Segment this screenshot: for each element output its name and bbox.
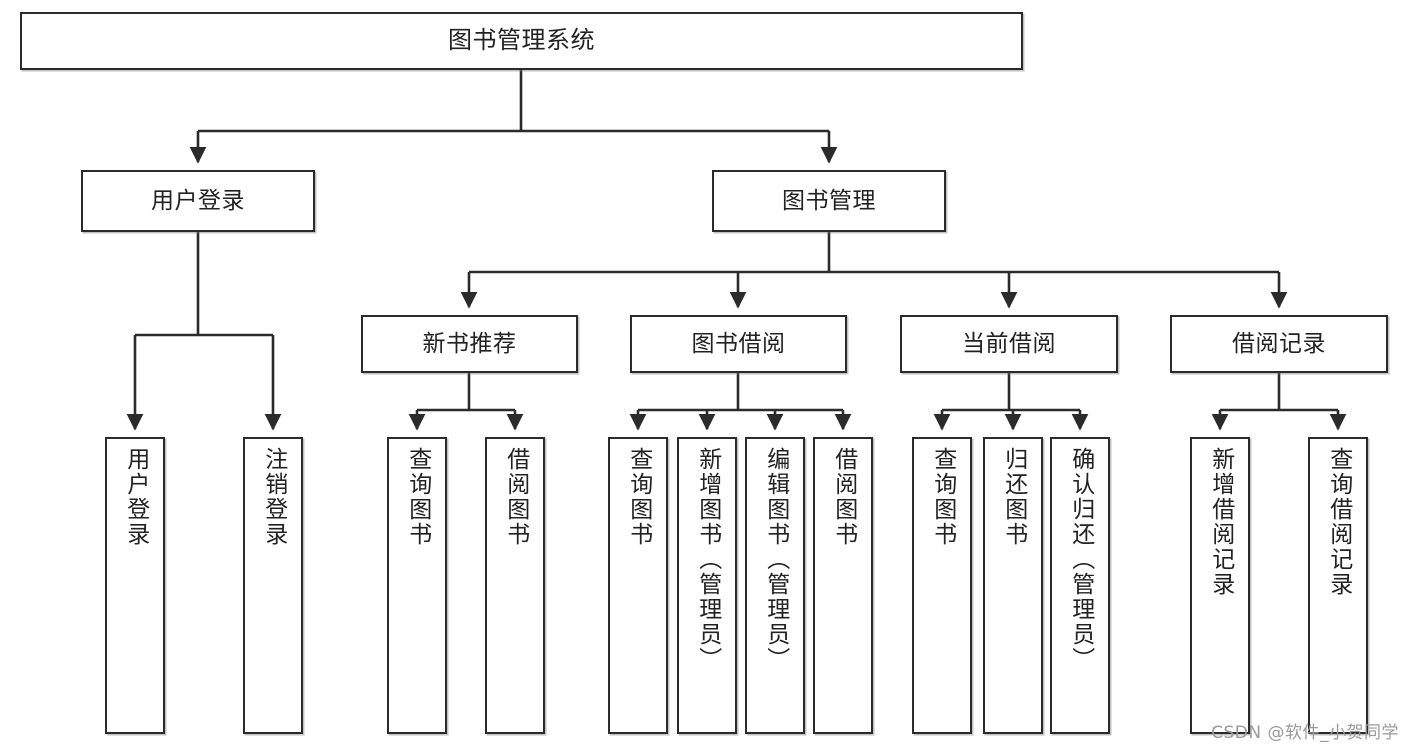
node-leaf-query-borrow-record[interactable]: 查询借阅记录 xyxy=(1308,437,1368,734)
node-new-book-recommend[interactable]: 新书推荐 xyxy=(361,315,578,373)
node-root-system[interactable]: 图书管理系统 xyxy=(20,12,1023,70)
node-label: 查询图书 xyxy=(929,447,956,547)
node-leaf-edit-book-admin[interactable]: 编辑图书（管理员） xyxy=(745,437,805,734)
node-label: 借阅图书 xyxy=(502,447,529,547)
node-leaf-user-login[interactable]: 用户登录 xyxy=(105,437,165,734)
node-label: 当前借阅 xyxy=(962,330,1056,357)
node-leaf-logout[interactable]: 注销登录 xyxy=(243,437,303,734)
node-label: 新书推荐 xyxy=(422,330,517,357)
node-leaf-borrow-book-recommend[interactable]: 借阅图书 xyxy=(485,437,545,734)
node-label: 图书管理系统 xyxy=(448,26,595,55)
node-label: 图书管理 xyxy=(782,187,876,214)
node-label: 新增借阅记录 xyxy=(1207,447,1234,597)
node-borrow-record[interactable]: 借阅记录 xyxy=(1170,315,1388,373)
node-label: 图书借阅 xyxy=(691,330,786,357)
node-label: 借阅图书 xyxy=(830,447,857,547)
node-label: 注销登录 xyxy=(260,447,287,547)
node-leaf-add-book-admin[interactable]: 新增图书（管理员） xyxy=(677,437,737,734)
node-leaf-add-borrow-record[interactable]: 新增借阅记录 xyxy=(1190,437,1250,734)
node-leaf-query-book[interactable]: 查询图书 xyxy=(608,437,668,734)
node-label: 新增图书（管理员） xyxy=(694,447,721,672)
node-label: 借阅记录 xyxy=(1232,330,1326,357)
node-leaf-borrow-book[interactable]: 借阅图书 xyxy=(813,437,873,734)
node-book-borrow[interactable]: 图书借阅 xyxy=(630,315,847,373)
node-book-manage[interactable]: 图书管理 xyxy=(712,170,946,232)
node-leaf-query-book-current[interactable]: 查询图书 xyxy=(912,437,972,734)
node-current-borrow[interactable]: 当前借阅 xyxy=(900,315,1118,373)
node-label: 查询借阅记录 xyxy=(1325,447,1352,597)
node-leaf-query-book-recommend[interactable]: 查询图书 xyxy=(387,437,447,734)
node-label: 确认归还（管理员） xyxy=(1067,447,1094,672)
node-leaf-confirm-return-admin[interactable]: 确认归还（管理员） xyxy=(1050,437,1110,734)
node-label: 编辑图书（管理员） xyxy=(762,447,789,672)
node-user-login[interactable]: 用户登录 xyxy=(81,170,315,232)
node-label: 用户登录 xyxy=(151,187,245,214)
node-label: 查询图书 xyxy=(404,447,431,547)
node-label: 查询图书 xyxy=(625,447,652,547)
node-label: 用户登录 xyxy=(122,447,149,547)
node-leaf-return-book[interactable]: 归还图书 xyxy=(983,437,1043,734)
node-label: 归还图书 xyxy=(1000,447,1027,547)
watermark: CSDN @软件_小贺同学 xyxy=(1211,723,1399,743)
